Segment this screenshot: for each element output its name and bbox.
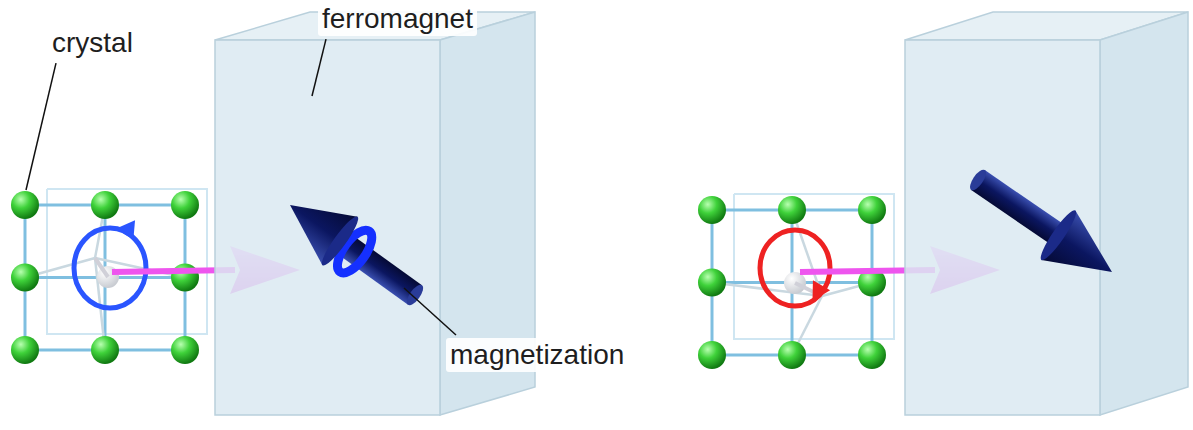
lattice-atom: [171, 336, 199, 364]
lattice-bond: [734, 194, 894, 339]
block-front-face: [215, 40, 440, 415]
lattice-atom: [858, 341, 886, 369]
rotation-circle: [74, 228, 146, 308]
cone-base: [318, 213, 363, 269]
rotation-circle: [760, 230, 830, 306]
part-label: ferromagnet: [318, 2, 477, 36]
lattice-atom: [91, 336, 119, 364]
rotation-arrow: [760, 230, 830, 306]
rotation-arrowhead: [116, 220, 135, 240]
lattice-atom: [11, 191, 39, 219]
lattice-bond: [47, 189, 207, 334]
lattice-atom: [778, 196, 806, 224]
ferromagnet-block: [905, 12, 1188, 415]
lattice-atom: [91, 191, 119, 219]
arrow-cone: [272, 181, 357, 266]
part-label: magnetization: [446, 338, 628, 372]
arrow-tail: [404, 282, 426, 307]
rotation-arrow: [74, 220, 146, 308]
arrow-tail: [967, 167, 989, 192]
leader-line: [312, 39, 326, 96]
lattice-atom: [858, 196, 886, 224]
crystal-lattice: [698, 194, 894, 369]
leader-line: [404, 288, 456, 335]
lattice-atom: [698, 196, 726, 224]
cone-base: [1036, 207, 1080, 263]
leader-line: [26, 63, 56, 190]
lattice-atom: [11, 264, 39, 292]
lattice-atom: [778, 341, 806, 369]
lattice-atom: [171, 191, 199, 219]
part-label: crystal: [48, 26, 137, 60]
arrow-cone: [1041, 210, 1129, 296]
block-side-face: [1100, 12, 1188, 415]
magnetization-arrow: [957, 152, 1129, 296]
rotation-arrowhead: [813, 280, 831, 301]
lattice-atom: [698, 269, 726, 297]
arrow-shaft: [971, 170, 1065, 245]
crystal-lattice: [11, 189, 207, 364]
magnetization-arrow: [272, 181, 436, 323]
lattice-atom: [698, 341, 726, 369]
lattice-atom: [11, 336, 39, 364]
displacement: [95, 258, 108, 277]
